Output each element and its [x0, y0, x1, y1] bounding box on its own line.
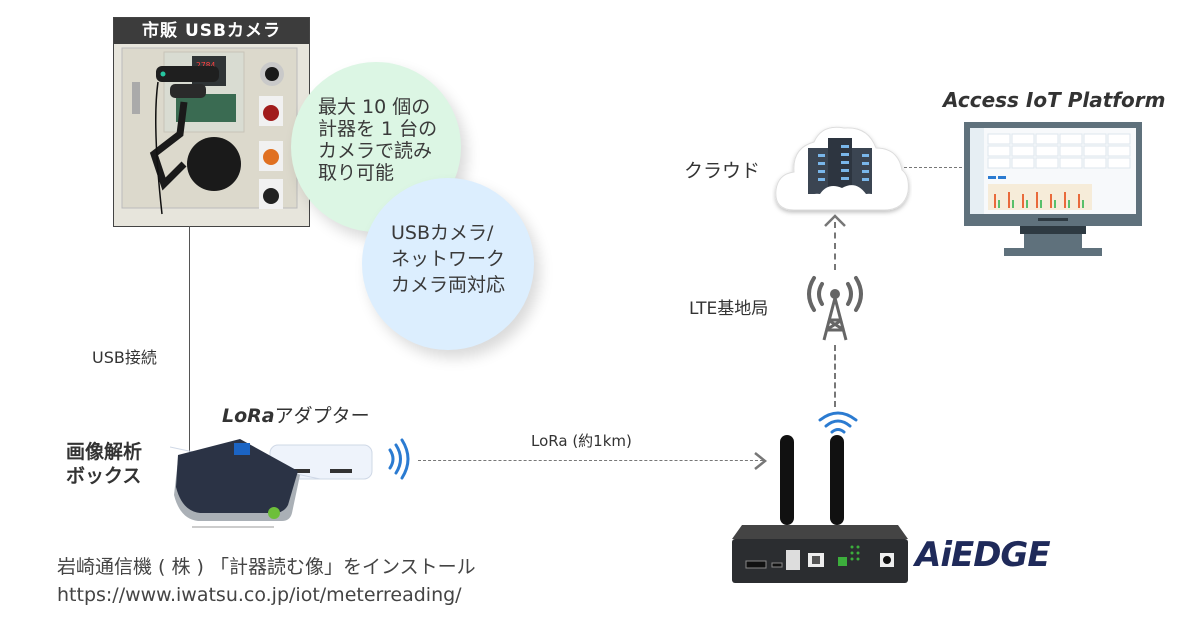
- usb-connection-label: USB接続: [92, 348, 157, 367]
- bubble-line: ネットワーク: [391, 248, 506, 270]
- bubble-line: USBカメラ/: [391, 222, 494, 244]
- lte-station-label: LTE基地局: [689, 299, 769, 319]
- analysis-box-label-line: ボックス: [66, 465, 142, 487]
- install-note: 岩崎通信機 ( 株 ) 「計器読む像」をインストール: [57, 556, 476, 578]
- bubble-line: カメラ両対応: [391, 274, 506, 296]
- feature-bubble-camera-types: [362, 178, 534, 350]
- cloud-platform-link-line: [904, 167, 962, 168]
- analysis-box-label: 画像解析 ボックス: [66, 440, 142, 488]
- lora-link-label: LoRa (約1km): [531, 432, 632, 450]
- analysis-box-device: [170, 439, 373, 528]
- platform-monitor-icon: [964, 122, 1142, 256]
- usb-camera-photo: 2784 0658: [114, 44, 309, 226]
- lora-adapter-label: LoRaアダプター: [222, 401, 370, 428]
- intel-badge-icon: [234, 443, 250, 455]
- antenna-right: [830, 435, 844, 525]
- lora-adapter-label-rest: アダプター: [274, 405, 370, 427]
- lora-arrow-head-icon: [754, 452, 768, 470]
- lte-uplink-line: [834, 345, 836, 407]
- power-button-icon: [268, 507, 280, 519]
- lte-signal-wifi-icon: [818, 411, 858, 434]
- bubble-line: 取り可能: [318, 162, 395, 184]
- aiedge-logo: AiEDGE: [915, 535, 1051, 575]
- usb-cable-line: [189, 226, 190, 452]
- feature-text-camera-types: USBカメラ/ ネットワーク カメラ両対応: [391, 220, 531, 298]
- aiedge-gateway-device: [732, 435, 908, 583]
- cloud-label: クラウド: [684, 160, 761, 182]
- antenna-left: [780, 435, 794, 525]
- bubble-line: 最大 10 個の: [318, 96, 431, 118]
- analysis-box-label-line: 画像解析: [66, 441, 143, 463]
- lte-tower-icon: [807, 276, 863, 341]
- product-url-link[interactable]: https://www.iwatsu.co.jp/iot/meterreadin…: [57, 584, 462, 606]
- cloud-server-icon: [775, 126, 909, 211]
- lora-link-line: [418, 460, 763, 461]
- lora-adapter-label-bold: LoRa: [222, 405, 275, 427]
- cloud-arrow-head-icon: [824, 214, 846, 227]
- platform-title: Access IoT Platform: [943, 88, 1166, 112]
- bubble-line: 計器を 1 台の: [318, 118, 438, 140]
- cloud-uplink-line: [834, 222, 836, 270]
- usb-camera-panel: 市販 USBカメラ 2784 0658: [113, 17, 310, 227]
- feature-text-meters: 最大 10 個の 計器を 1 台の カメラで読み 取り可能: [318, 96, 458, 184]
- usb-camera-title: 市販 USBカメラ: [114, 18, 309, 44]
- bubble-line: カメラで読み: [318, 140, 433, 162]
- meter-readout-1: 2784: [196, 61, 215, 70]
- lora-signal-icon: [388, 438, 410, 480]
